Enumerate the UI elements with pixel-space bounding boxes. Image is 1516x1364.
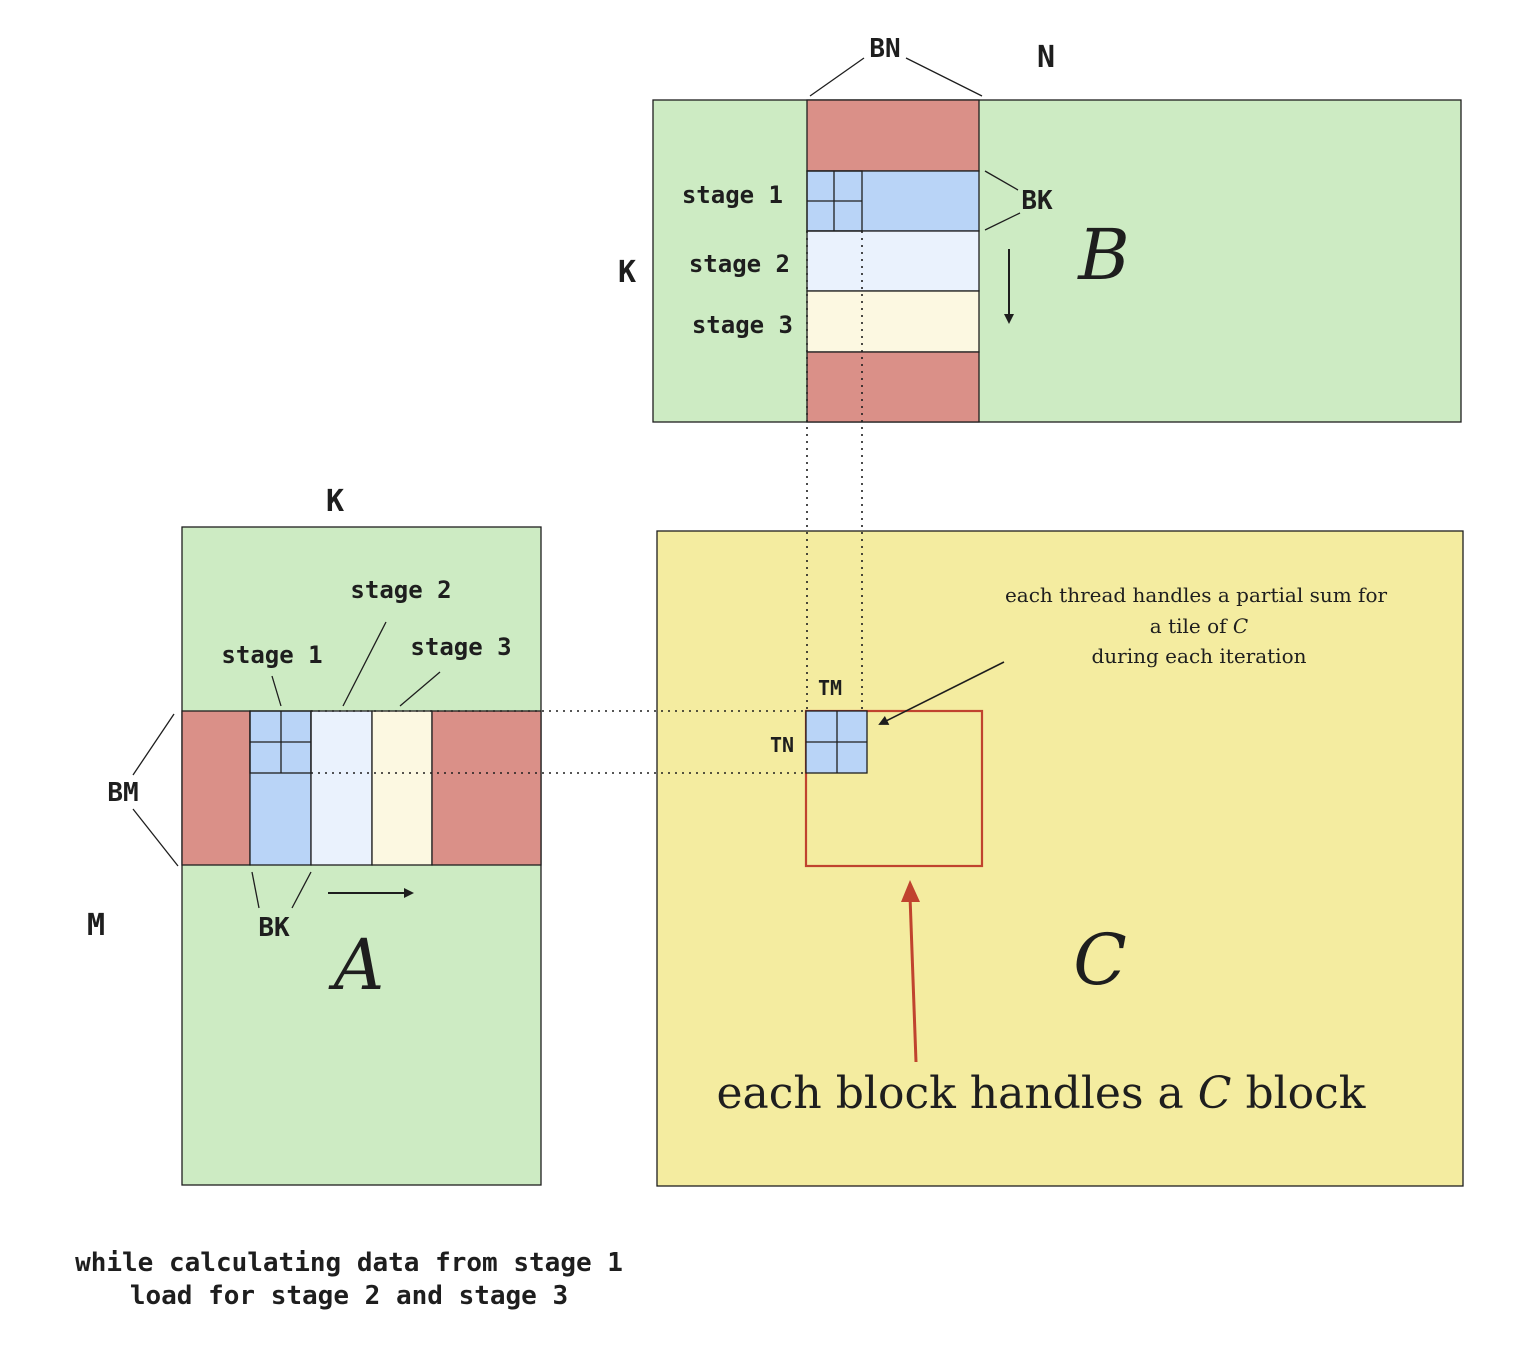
- tn-label: TN: [770, 733, 794, 757]
- thread-note-line1: each thread handles a partial sum for: [1005, 583, 1388, 607]
- k-dimension-label-b: K: [618, 255, 636, 290]
- bm-label: BM: [107, 778, 138, 808]
- bk-label-a: BK: [258, 913, 290, 943]
- matrix-b: BN N K BK stage 1 stage 2 stage 3 B: [618, 34, 1462, 423]
- c-block-outline: [804, 709, 984, 868]
- matrix-a-stage2-band: [310, 710, 373, 866]
- matrix-b-tile-column-top: [806, 99, 980, 172]
- n-dimension-label: N: [1037, 40, 1055, 75]
- matrix-b-tile-column-bottom: [806, 351, 980, 423]
- matrix-a-tile-row-left: [181, 710, 251, 866]
- projection-lines: [311, 231, 863, 774]
- thread-note-line2: a tile of C: [1150, 614, 1248, 638]
- b-stage3-label: stage 3: [692, 311, 793, 339]
- bn-bracket: [809, 57, 865, 97]
- b-stage2-label: stage 2: [689, 250, 790, 278]
- footer-line1: while calculating data from stage 1: [75, 1248, 623, 1278]
- matrix-b-body: [652, 99, 1462, 423]
- matrix-a-name: A: [328, 924, 385, 1006]
- matrix-b-name: B: [1076, 214, 1129, 296]
- a-stage1-label: stage 1: [221, 641, 322, 669]
- matrix-c-body: [656, 530, 1464, 1187]
- thread-note-line3: during each iteration: [1092, 644, 1307, 668]
- footer-line2: load for stage 2 and stage 3: [130, 1281, 568, 1311]
- tm-label: TM: [818, 676, 842, 700]
- matrix-b-stage2-band: [806, 230, 980, 292]
- bk-label-b: BK: [1021, 186, 1053, 216]
- matrix-a-stage3-band: [371, 710, 433, 866]
- bn-label: BN: [869, 34, 900, 64]
- c-thread-tile: [805, 710, 868, 774]
- arrow-up-icon: [908, 895, 918, 1063]
- matrix-a: K M BM BK stage 1 stage 2 stage 3 A: [87, 484, 542, 1186]
- matrix-c-name: C: [1073, 919, 1127, 1001]
- a-stage3-label: stage 3: [410, 633, 511, 661]
- matrix-b-thread-tile: [806, 170, 863, 232]
- matrix-a-thread-tile: [249, 710, 312, 774]
- block-note: each block handles a C block: [717, 1068, 1366, 1119]
- matrix-a-tile-row-right: [431, 710, 542, 866]
- k-dimension-label-a: K: [326, 484, 344, 519]
- arrow-icon: [878, 661, 1005, 725]
- matrix-c: TM TN each thread handles a partial sum …: [656, 530, 1464, 1187]
- a-stage2-label: stage 2: [350, 576, 451, 604]
- matrix-b-stage3-band: [806, 290, 980, 353]
- m-dimension-label: M: [87, 908, 105, 943]
- b-stage1-label: stage 1: [682, 181, 783, 209]
